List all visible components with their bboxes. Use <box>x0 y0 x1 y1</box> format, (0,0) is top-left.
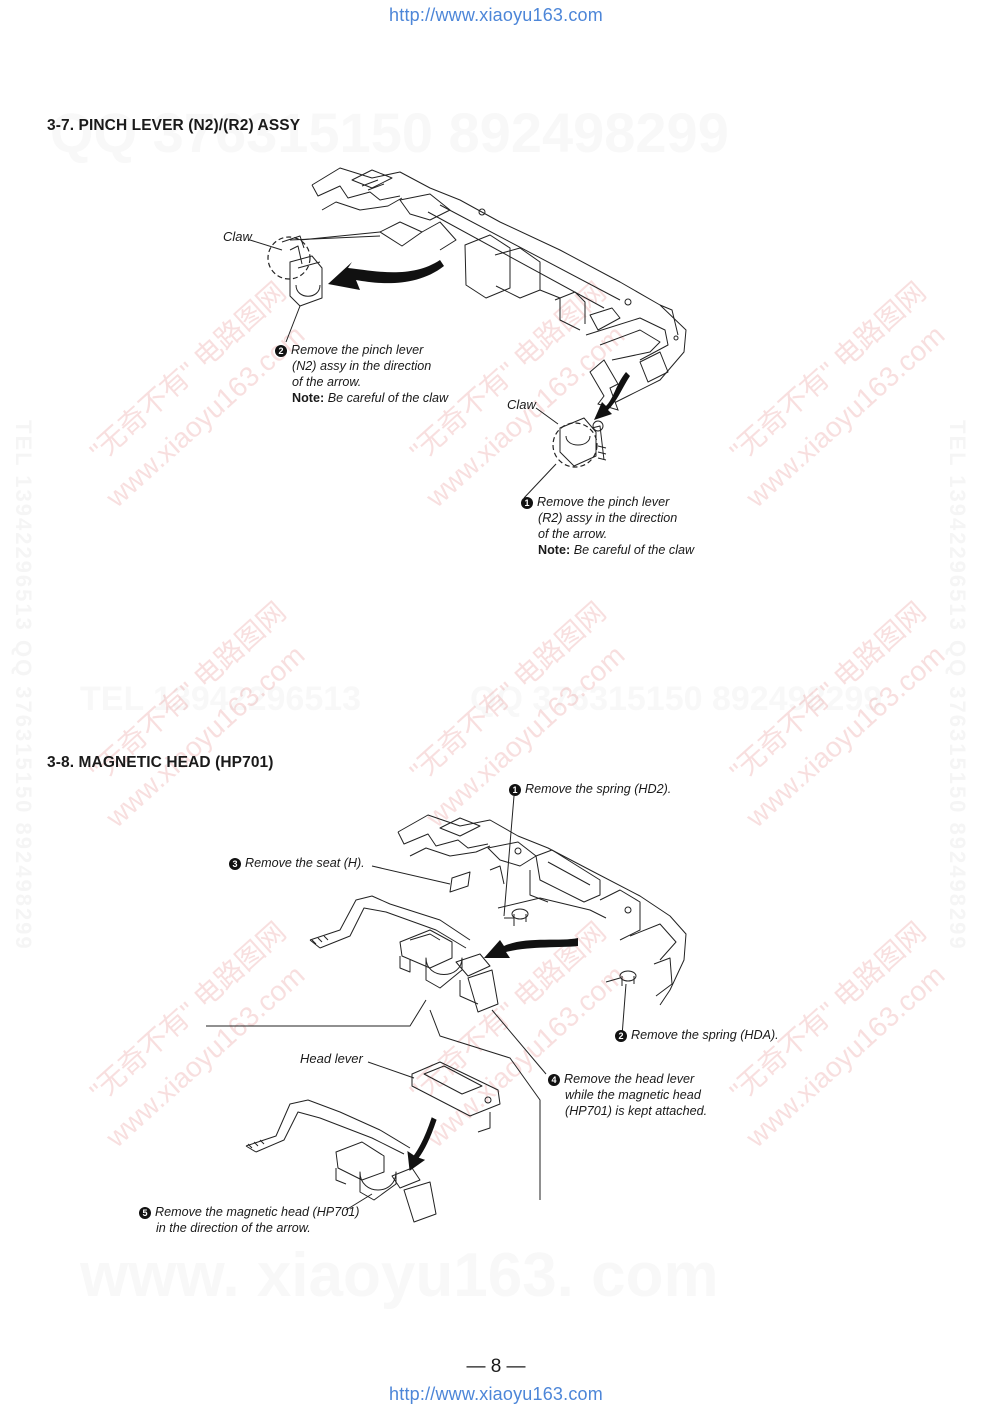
step-line: Remove the magnetic head (HP701) <box>155 1205 360 1219</box>
step2-pinch-lever-n2: 2 Remove the pinch lever (N2) assy in the… <box>275 342 448 406</box>
step-text: Remove the spring (HDA). <box>631 1028 779 1042</box>
head-lever-label: Head lever <box>300 1051 363 1066</box>
step3-remove-seat-h: 3 Remove the seat (H). <box>229 855 365 871</box>
step-text: Remove the spring (HD2). <box>525 782 672 796</box>
section-title-magnetic-head: 3-8. MAGNETIC HEAD (HP701) <box>47 754 274 771</box>
step-number-badge: 2 <box>275 345 287 357</box>
watermark-vertical-right: TEL 13942296513 QQ 376315150 892498299 <box>945 420 970 951</box>
watermark-qq-top: QQ 376315150 892498299 <box>50 101 729 164</box>
step-number-badge: 3 <box>229 858 241 870</box>
footer-url[interactable]: http://www.xiaoyu163.com <box>389 1384 603 1404</box>
step-line: (R2) assy in the direction <box>538 511 678 525</box>
watermark-qq-mid: QQ 376315150 892498299 <box>470 680 883 718</box>
step-line: in the direction of the arrow. <box>156 1221 311 1235</box>
step4-remove-head-lever: 4 Remove the head lever while the magneti… <box>548 1071 707 1119</box>
step-number-badge: 1 <box>509 784 521 796</box>
watermark-vertical-left: TEL 13942296513 QQ 376315150 892498299 <box>11 420 36 951</box>
section-title-pinch-lever: 3-7. PINCH LEVER (N2)/(R2) ASSY <box>47 117 301 134</box>
step-line: of the arrow. <box>538 527 608 541</box>
note-label: Note: <box>538 543 571 557</box>
step2-remove-spring-hda: 2 Remove the spring (HDA). <box>615 1027 779 1043</box>
note-text: Be careful of the claw <box>327 391 449 405</box>
step-line: while the magnetic head <box>565 1088 701 1102</box>
page-number: — 8 — <box>466 1356 526 1377</box>
step-line: (HP701) is kept attached. <box>565 1104 708 1118</box>
step-line: Remove the pinch lever <box>291 343 424 357</box>
header-url[interactable]: http://www.xiaoyu163.com <box>389 5 603 25</box>
step1-pinch-lever-r2: 1 Remove the pinch lever (R2) assy in the… <box>521 494 694 558</box>
step-number-badge: 4 <box>548 1074 560 1086</box>
step-line: of the arrow. <box>292 375 362 389</box>
step-number-badge: 5 <box>139 1207 151 1219</box>
step-line: (N2) assy in the direction <box>292 359 432 373</box>
step-line: Remove the head lever <box>564 1072 695 1086</box>
watermark-site-big: www. xiaoyu163. com <box>80 1241 719 1310</box>
note-text: Be careful of the claw <box>573 543 695 557</box>
step-line: Remove the pinch lever <box>537 495 670 509</box>
step-text: Remove the seat (H). <box>245 856 365 870</box>
claw-label-n2: Claw <box>223 229 252 244</box>
watermark-tel-mid: TEL 13942296513 <box>80 680 362 718</box>
note-label: Note: <box>292 391 325 405</box>
claw-label-r2: Claw <box>507 397 536 412</box>
step-number-badge: 2 <box>615 1030 627 1042</box>
step1-remove-spring-hd2: 1 Remove the spring (HD2). <box>509 781 671 797</box>
step5-remove-magnetic-head: 5 Remove the magnetic head (HP701) in the… <box>139 1204 359 1236</box>
step-number-badge: 1 <box>521 497 533 509</box>
